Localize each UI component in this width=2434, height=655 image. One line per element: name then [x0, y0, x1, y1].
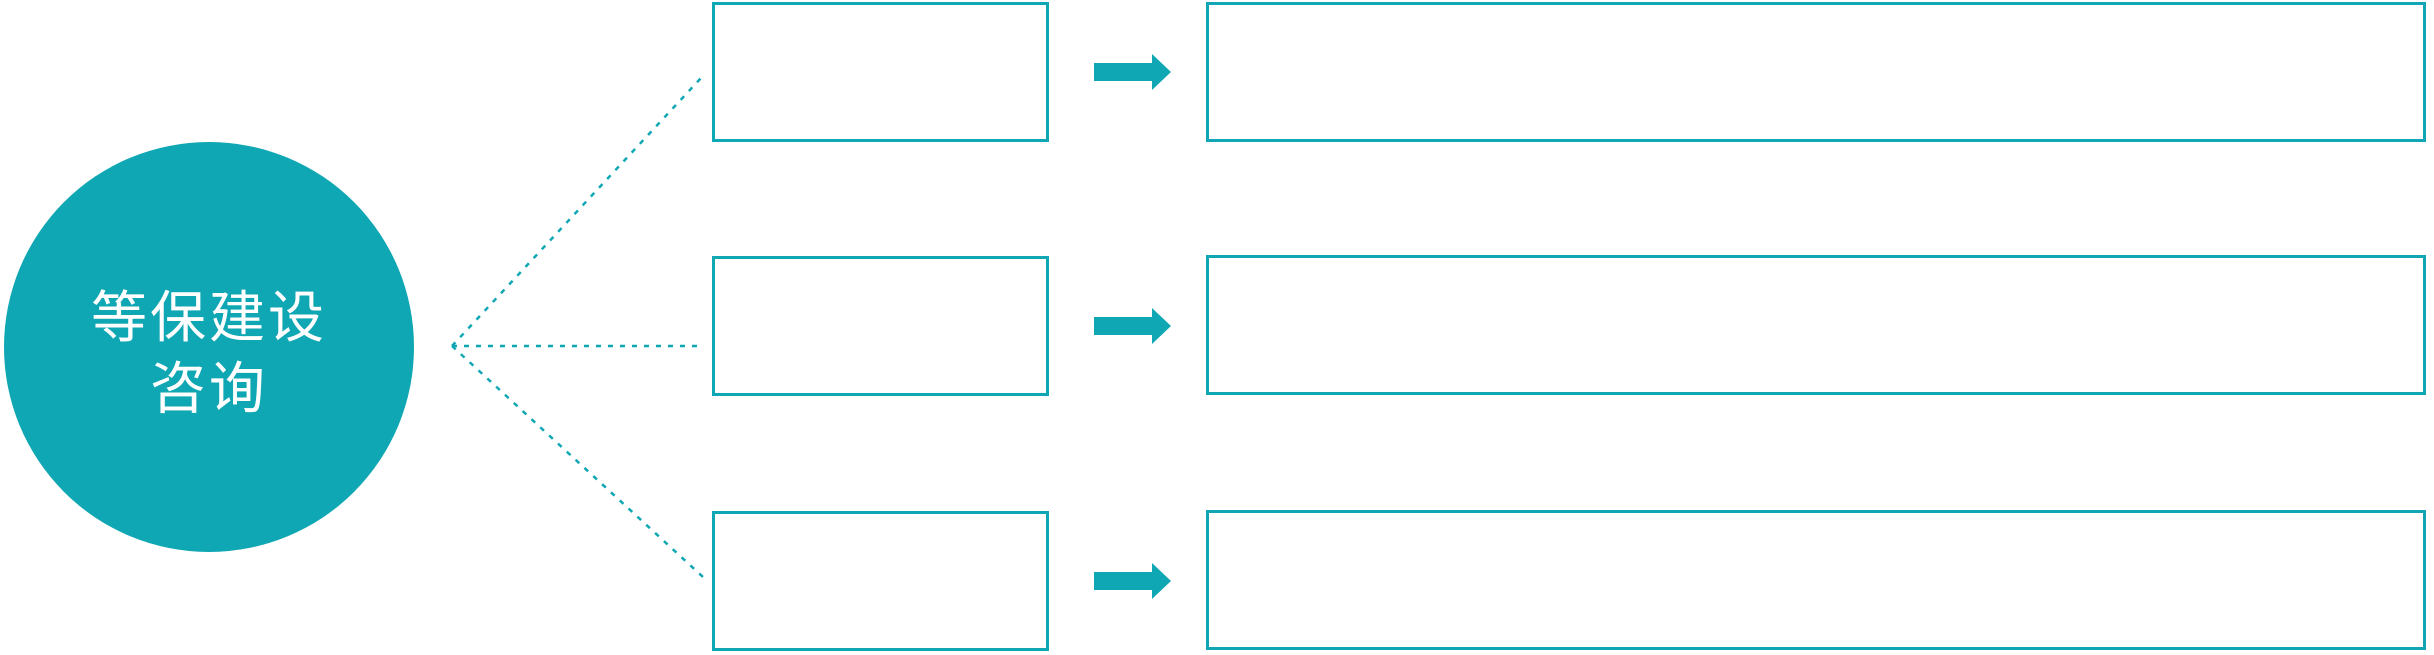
small-box-1	[712, 2, 1049, 142]
large-box-1	[1206, 2, 2426, 142]
arrow-right-icon	[1094, 562, 1172, 600]
large-box-2	[1206, 255, 2426, 395]
hub-circle: 等保建设 咨询	[4, 142, 414, 552]
hub-label: 等保建设 咨询	[91, 269, 327, 424]
arrow-right-icon	[1094, 307, 1172, 345]
small-box-3	[712, 511, 1049, 651]
connector-line-bottom	[451, 345, 704, 578]
hub-label-line2: 咨询	[150, 357, 268, 420]
large-box-3	[1206, 510, 2426, 650]
small-box-2	[712, 256, 1049, 396]
arrow-right-icon	[1094, 53, 1172, 91]
connector-line-top	[451, 77, 702, 347]
hub-label-line1: 等保建设	[91, 286, 327, 350]
